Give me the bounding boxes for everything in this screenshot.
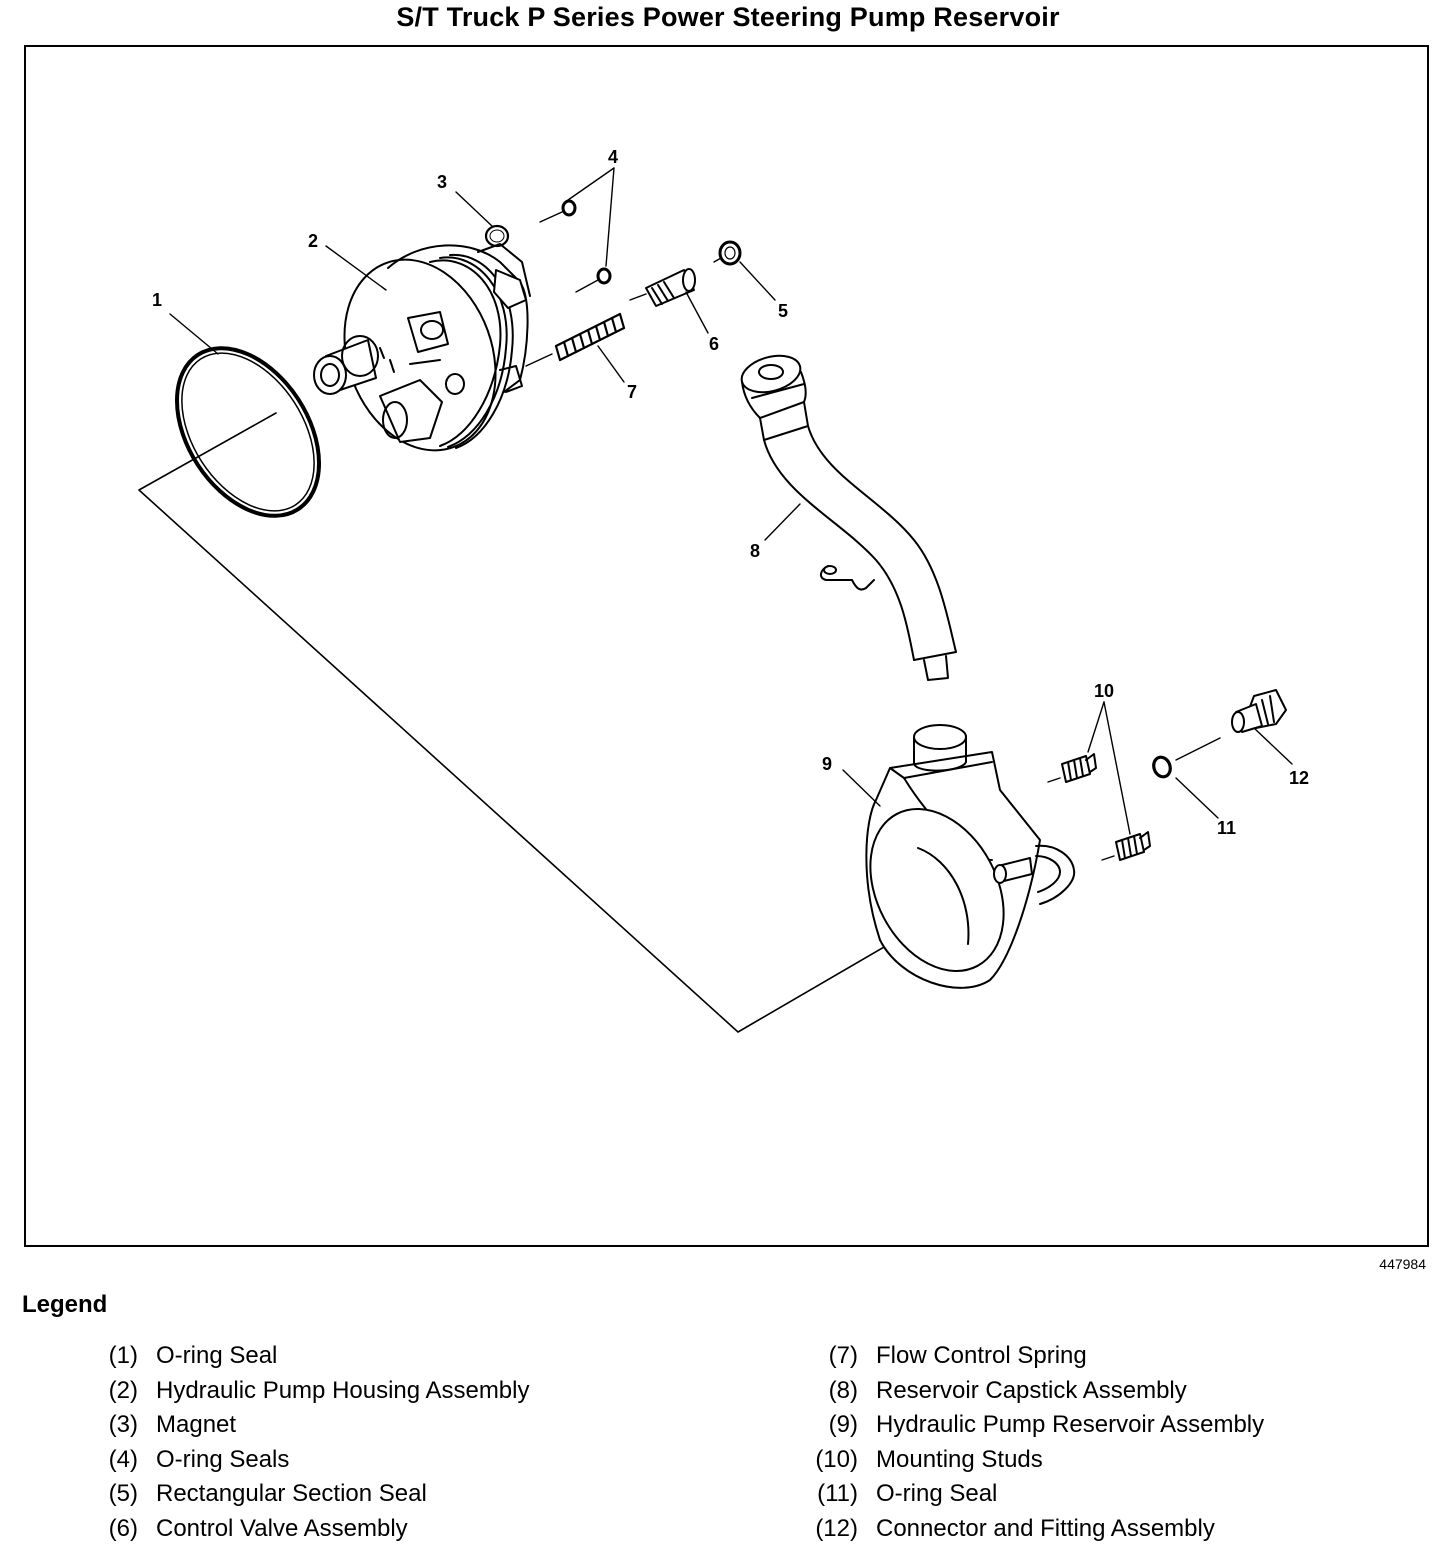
o-ring-seal-11	[1152, 737, 1221, 779]
callout-11: 11	[1217, 818, 1236, 838]
assembly-alignment-line	[138, 412, 959, 1033]
legend-number: (2)	[108, 1376, 138, 1404]
callout-labels: 1 2 3 4 5 6 7 8 9 10 11 12	[152, 147, 1309, 838]
magnet-3	[484, 224, 510, 248]
callout-6: 6	[709, 334, 719, 354]
callout-8: 8	[750, 541, 760, 561]
diagram-frame	[24, 45, 1429, 1247]
legend-column-right: (7) Flow Control Spring (8) Reservoir Caps…	[800, 1342, 1264, 1550]
legend-label: O-ring Seal	[156, 1342, 278, 1369]
legend-item: (9) Hydraulic Pump Reservoir Assembly	[800, 1411, 1264, 1446]
legend-number: (4)	[108, 1445, 138, 1473]
legend-item: (10) Mounting Studs	[800, 1446, 1264, 1481]
legend-label: Magnet	[156, 1411, 237, 1439]
legend-label: Mounting Studs	[876, 1445, 1043, 1473]
legend-label: O-ring Seals	[156, 1445, 290, 1473]
legend-number: (11)	[817, 1480, 858, 1508]
mounting-studs-10	[1047, 753, 1151, 861]
hydraulic-pump-housing	[313, 243, 531, 452]
legend-item: (5) Rectangular Section Seal	[80, 1480, 530, 1515]
legend-label: Reservoir Capstick Assembly	[876, 1376, 1187, 1404]
flow-control-spring-7	[525, 312, 626, 367]
connector-fitting-12	[1231, 689, 1287, 733]
legend-number: (10)	[815, 1445, 858, 1473]
legend-item: (2) Hydraulic Pump Housing Assembly	[80, 1377, 530, 1412]
legend-number: (7)	[828, 1342, 858, 1369]
legend-number: (9)	[828, 1411, 858, 1439]
legend-item: (12) Connector and Fitting Assembly	[800, 1515, 1264, 1550]
legend-number: (3)	[108, 1411, 138, 1439]
callout-7: 7	[627, 382, 637, 402]
o-ring-seals-4	[539, 199, 612, 293]
figure-id: 447984	[1379, 1256, 1426, 1272]
o-ring-seal-1	[174, 346, 322, 518]
callout-1: 1	[152, 290, 162, 310]
legend-heading: Legend	[22, 1291, 108, 1318]
hydraulic-pump-reservoir-9	[865, 724, 1076, 989]
legend-item: (3) Magnet	[80, 1411, 530, 1446]
leader-lines	[169, 167, 1293, 835]
callout-10: 10	[1094, 681, 1114, 701]
reservoir-capstick-8	[740, 354, 957, 681]
callout-5: 5	[778, 301, 788, 321]
legend-number: (5)	[108, 1480, 138, 1508]
control-valve-6	[629, 268, 696, 307]
legend-label: Connector and Fitting Assembly	[876, 1514, 1215, 1542]
legend-item: (1) O-ring Seal	[80, 1342, 530, 1377]
legend-number: (12)	[815, 1514, 858, 1542]
callout-9: 9	[822, 754, 832, 774]
legend-label: Hydraulic Pump Reservoir Assembly	[876, 1411, 1265, 1439]
legend-label: Flow Control Spring	[876, 1342, 1087, 1369]
rectangular-section-seal-5	[713, 240, 742, 266]
legend-label: Rectangular Section Seal	[156, 1480, 427, 1508]
legend-number: (8)	[828, 1376, 858, 1404]
callout-4: 4	[608, 147, 618, 167]
legend-label: O-ring Seal	[876, 1480, 998, 1508]
callout-3: 3	[437, 172, 447, 192]
legend-number: (1)	[108, 1342, 138, 1369]
legend-number: (6)	[108, 1514, 138, 1542]
legend-item: (11) O-ring Seal	[800, 1480, 1264, 1515]
legend-item: (6) Control Valve Assembly	[80, 1515, 530, 1550]
legend-item: (8) Reservoir Capstick Assembly	[800, 1377, 1264, 1412]
legend-label: Control Valve Assembly	[156, 1514, 408, 1542]
legend-column-left: (1) O-ring Seal (2) Hydraulic Pump Housing…	[80, 1342, 530, 1550]
callout-12: 12	[1289, 768, 1309, 788]
page-title: S/T Truck P Series Power Steering Pump R…	[396, 2, 1060, 32]
legend-item: (4) O-ring Seals	[80, 1446, 530, 1481]
legend-label: Hydraulic Pump Housing Assembly	[156, 1376, 530, 1404]
callout-2: 2	[308, 231, 318, 251]
legend-item: (7) Flow Control Spring	[800, 1342, 1264, 1377]
